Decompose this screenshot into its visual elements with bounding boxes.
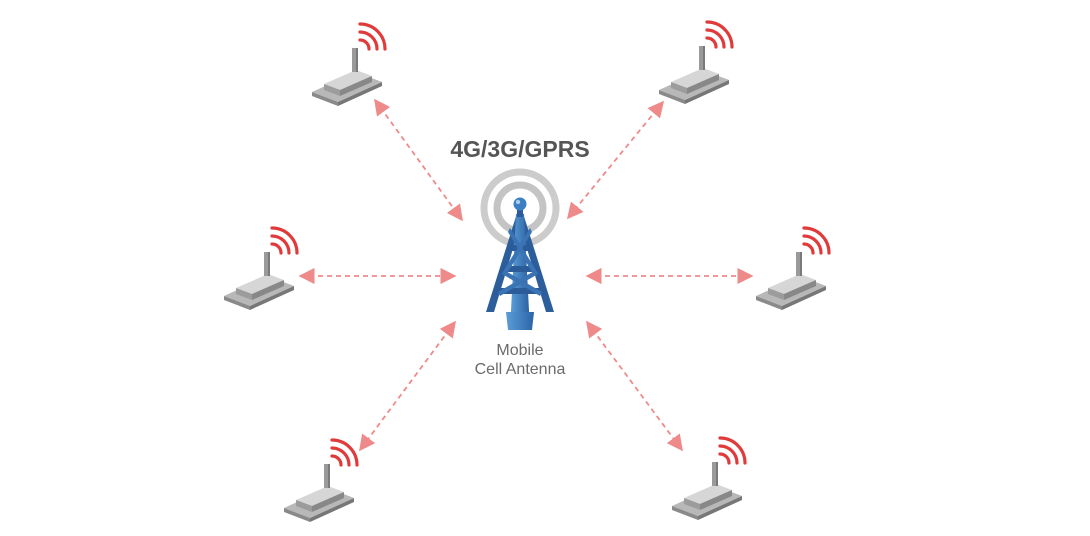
router-icon [754,226,831,312]
device-bottom-right [670,436,747,522]
connection-arrows [298,98,754,452]
link-arrow-bottom-right [586,320,683,452]
router-icon [222,226,299,312]
device-bottom-left [282,438,359,524]
router-icon [657,20,734,106]
antenna-label-line1: Mobile [496,342,543,359]
link-arrow-top-left [374,98,463,222]
router-icon [670,436,747,522]
cell-tower-icon [486,197,554,330]
device-top-left [310,22,387,108]
router-icon [310,22,387,108]
router-icon [282,438,359,524]
network-type-label: 4G/3G/GPRS [450,136,589,162]
antenna-label-line2: Cell Antenna [475,361,566,378]
link-arrow-top-right [566,100,665,220]
link-arrow-bottom-left [359,320,456,452]
device-middle-left [222,226,299,312]
device-middle-right [754,226,831,312]
device-top-right [657,20,734,106]
